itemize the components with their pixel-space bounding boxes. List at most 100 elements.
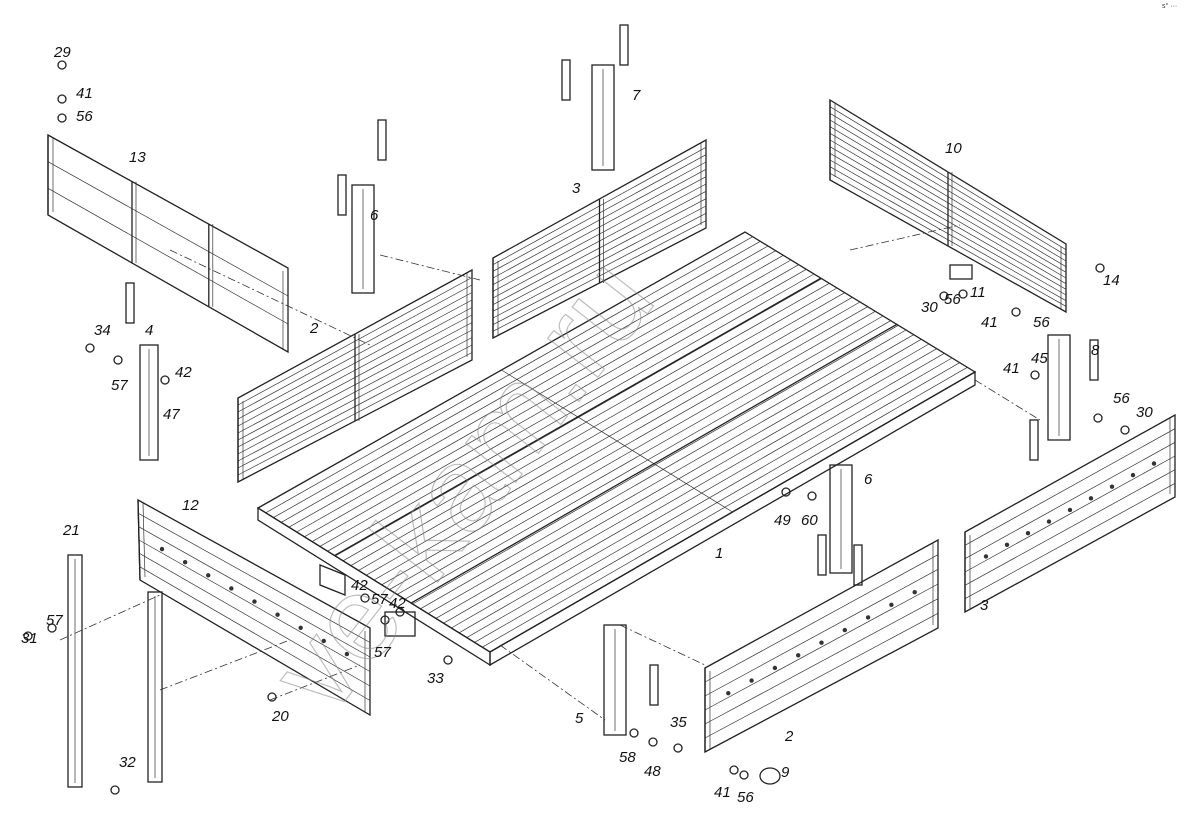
stake-4 (139, 344, 159, 461)
svg-text:ve-kam.ru: ve-kam.ru (245, 233, 679, 736)
stake-6-upper (351, 184, 375, 294)
part-label: 58 (619, 749, 636, 766)
part-label: 3 (980, 597, 989, 614)
part-label: 57 (371, 591, 388, 608)
fastener (160, 375, 170, 385)
floor-seam (501, 369, 733, 513)
fastener (1011, 307, 1021, 317)
floor-beam (410, 323, 898, 604)
part-label: 10 (945, 140, 962, 157)
post-21 (67, 554, 83, 788)
part-label: 41 (76, 85, 93, 102)
bolt (819, 640, 824, 645)
part-label: 13 (129, 149, 146, 166)
watermark: ve-kam.ru (244, 233, 679, 737)
bolt (182, 560, 188, 565)
part-label: 4 (145, 322, 153, 339)
fastener (1095, 263, 1105, 273)
hinge-latch (649, 664, 659, 706)
fastener (939, 291, 949, 301)
bolt (1130, 472, 1136, 478)
part-label: 1 (715, 545, 723, 562)
part-label: 60 (801, 512, 818, 529)
bracket-plate (384, 611, 416, 637)
panel-slat (138, 526, 371, 658)
fastener (23, 631, 33, 641)
bolt (298, 625, 303, 631)
bolt (1004, 542, 1010, 547)
part-label: 12 (182, 497, 199, 514)
part-label: 57 (374, 644, 391, 661)
fastener (57, 94, 67, 104)
fastener (360, 593, 370, 603)
bolt (252, 599, 257, 604)
panel-slat (138, 513, 371, 643)
bolt (344, 651, 350, 657)
bolt (206, 573, 211, 578)
panel-slat (704, 554, 939, 683)
panel-slat (964, 483, 1176, 599)
part-label: 41 (981, 314, 998, 331)
bolt (321, 638, 326, 644)
cap-9 (759, 767, 781, 785)
fastener (110, 785, 120, 795)
part-label: 32 (119, 754, 136, 771)
part-label: 33 (427, 670, 444, 687)
stake-5 (603, 624, 627, 736)
stake-8 (1047, 334, 1071, 441)
panel-slat (139, 566, 371, 701)
post-under-12 (147, 591, 163, 783)
hinge-latch (1089, 339, 1099, 381)
part-label: 6 (864, 471, 873, 488)
bolt (1046, 519, 1052, 524)
part-label: 56 (944, 291, 961, 308)
fastener (443, 655, 453, 665)
panel-slat (964, 455, 1176, 573)
panel-slat (47, 188, 289, 325)
part-label: 56 (76, 108, 93, 125)
part-label: 47 (163, 406, 180, 423)
fastener (781, 487, 791, 497)
part-label: 42 (389, 595, 406, 612)
part-label: 20 (271, 708, 289, 725)
part-label: 2 (309, 320, 319, 337)
part-label: 30 (921, 299, 938, 316)
part-label: 14 (1103, 272, 1120, 289)
stake-7 (591, 64, 615, 171)
panel-slat (704, 569, 939, 697)
fastener (47, 623, 57, 633)
hinge-latch (125, 282, 135, 324)
panel-slat (704, 613, 939, 739)
crossmember-end (319, 564, 346, 596)
part-label: 35 (670, 714, 687, 731)
fastener (629, 728, 639, 738)
fastener (1120, 425, 1130, 435)
bolt (1067, 507, 1073, 513)
part-label: 41 (1003, 360, 1020, 377)
fastener (807, 491, 817, 501)
part-label: 42 (351, 577, 368, 594)
part-labels: 29 41 56 13 6 7 3 10 14 30 56 11 41 56 2… (21, 44, 1153, 806)
bolt (842, 627, 847, 633)
panel-slat (964, 469, 1176, 586)
part-label: 34 (94, 322, 111, 339)
rear-panel-3-lower (964, 413, 1176, 614)
part-label: 56 (1113, 390, 1130, 407)
corner-mark: s° ··· (1162, 2, 1177, 10)
bolt (772, 665, 778, 671)
bolt (1025, 530, 1031, 536)
part-label: 5 (575, 710, 584, 727)
fastener (85, 343, 95, 353)
bolt (912, 590, 917, 595)
bolt (796, 653, 801, 658)
part-label: 6 (370, 207, 379, 224)
panel-slat (704, 598, 939, 725)
part-label: 57 (46, 612, 63, 629)
part-label: 42 (175, 364, 192, 381)
stake-6-lower (829, 464, 853, 574)
panel-slat (139, 553, 371, 687)
part-label: 21 (62, 522, 80, 539)
hinge-latch (619, 24, 629, 66)
bolt (1088, 496, 1094, 501)
